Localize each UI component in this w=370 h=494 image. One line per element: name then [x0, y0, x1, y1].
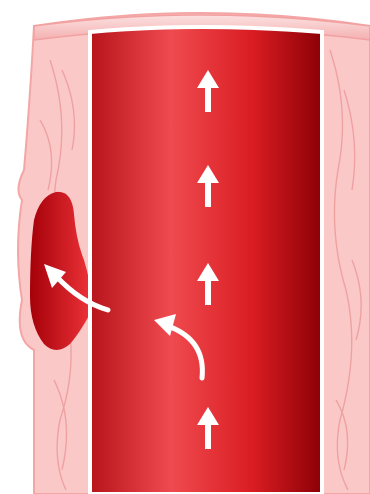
arrow-stem [205, 423, 211, 449]
arrow-stem [205, 86, 211, 112]
arrow-stem [205, 279, 211, 305]
arrow-stem [205, 181, 211, 207]
